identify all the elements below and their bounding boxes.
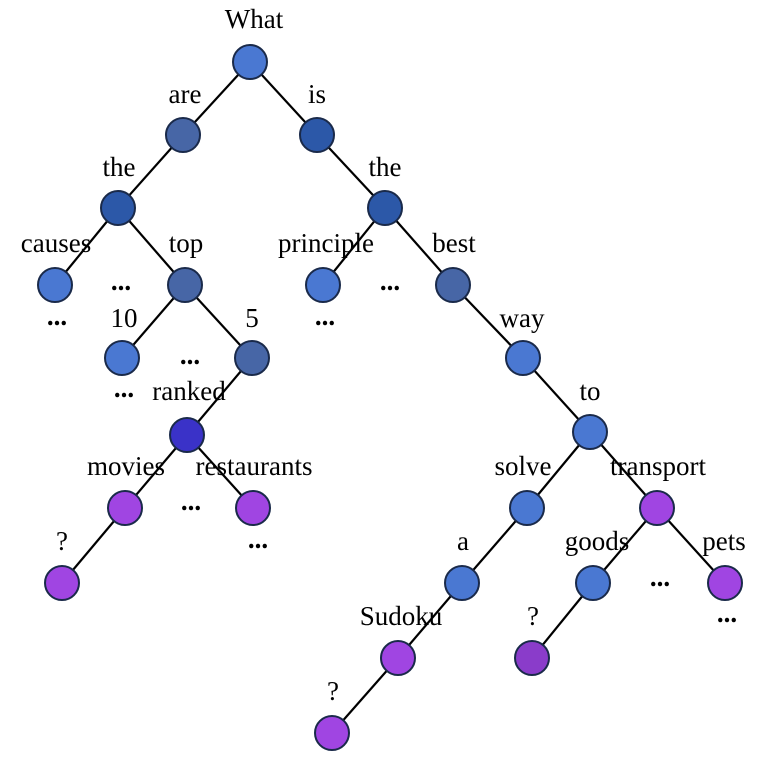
lbl-top: top: [169, 228, 204, 258]
lbl-solve: solve: [495, 451, 552, 481]
lbl-pets: pets: [702, 526, 746, 556]
node-5: [234, 340, 270, 376]
node-pets: [707, 565, 743, 601]
node-the-1: [100, 190, 136, 226]
node-transport: [639, 490, 675, 526]
lbl-the-2: the: [369, 152, 402, 182]
node-best: [435, 267, 471, 303]
node-root: [232, 44, 268, 80]
node-causes: [37, 267, 73, 303]
node-the-2: [367, 190, 403, 226]
tree-nodes: [37, 44, 743, 751]
lbl-q-goods: ?: [527, 601, 539, 631]
node-10: [104, 340, 140, 376]
node-is: [299, 117, 335, 153]
node-principle: [305, 267, 341, 303]
lbl-is: is: [308, 79, 326, 109]
lbl-are: are: [169, 79, 202, 109]
node-restaurants: [235, 490, 271, 526]
lbl-what: What: [225, 4, 284, 34]
node-are: [165, 117, 201, 153]
lbl-restaurants: restaurants: [196, 451, 313, 481]
dots-10: ...: [114, 373, 134, 403]
dots-restaurants: ...: [248, 524, 268, 554]
dots-ranked: ...: [181, 486, 201, 516]
lbl-goods: goods: [565, 526, 630, 556]
node-solve: [509, 490, 545, 526]
node-to: [572, 414, 608, 450]
lbl-movies: movies: [87, 451, 165, 481]
lbl-a: a: [457, 526, 469, 556]
lbl-causes: causes: [21, 228, 91, 258]
node-way: [505, 340, 541, 376]
lbl-to: to: [579, 376, 600, 406]
lbl-the-1: the: [103, 152, 136, 182]
lbl-q-sudoku: ?: [327, 676, 339, 706]
lbl-transport: transport: [610, 451, 706, 481]
node-movies: [107, 490, 143, 526]
dots-causes: ...: [47, 301, 67, 331]
lbl-way: way: [500, 303, 545, 333]
node-sudoku-q: [314, 715, 350, 751]
node-movies-q: [44, 565, 80, 601]
dots-the-2: ...: [380, 266, 400, 296]
lbl-principle: principle: [278, 228, 374, 258]
node-a: [444, 565, 480, 601]
lbl-sudoku: Sudoku: [360, 601, 443, 631]
lbl-best: best: [432, 228, 476, 258]
lbl-10: 10: [111, 303, 138, 333]
lbl-q-movies: ?: [56, 526, 68, 556]
dots-transport: ...: [650, 562, 670, 592]
dots-principle: ...: [315, 301, 335, 331]
node-goods: [575, 565, 611, 601]
lbl-ranked: ranked: [152, 376, 226, 406]
node-goods-q: [514, 640, 550, 676]
lbl-5: 5: [245, 303, 259, 333]
dots-pets: ...: [717, 598, 737, 628]
node-top: [167, 267, 203, 303]
dots-top: ...: [180, 340, 200, 370]
tree-labels: What are is the the causes top principle best 10 5…: [21, 4, 746, 706]
node-ranked: [169, 417, 205, 453]
dots-the-1: ...: [111, 266, 131, 296]
node-sudoku: [380, 640, 416, 676]
